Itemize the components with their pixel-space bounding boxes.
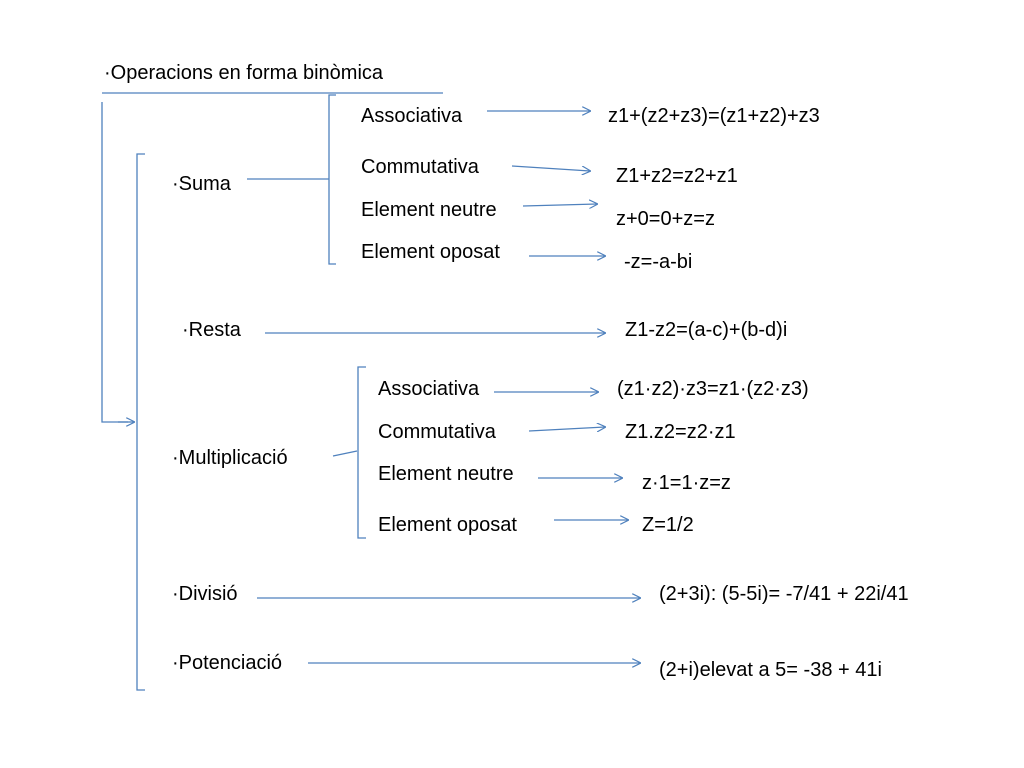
mult-formula-associativa: (z1·z2)·z3=z1·(z2·z3) <box>617 378 809 400</box>
multiplicacio-label: ·Multiplicació <box>172 447 288 469</box>
resta-formula: Z1-z2=(a-c)+(b-d)i <box>625 319 788 341</box>
suma-formula-commutativa: Z1+z2=z2+z1 <box>616 165 738 187</box>
mult-prop-associativa: Associativa <box>378 378 480 400</box>
mult-prop-neutre: Element neutre <box>378 463 514 485</box>
suma-arrow-neutre <box>522 204 597 206</box>
suma-arrow-commutativa <box>511 165 590 171</box>
mult-prop-commutativa: Commutativa <box>378 421 496 443</box>
suma-prop-oposat: Element oposat <box>361 241 500 263</box>
mult-formula-neutre: z·1=1·z=z <box>642 472 731 494</box>
potenciacio-label: ·Potenciació <box>172 652 283 674</box>
main-spine <box>101 102 128 423</box>
mult-prop-oposat: Element oposat <box>378 514 517 536</box>
divisio-label: ·Divisió <box>172 583 238 605</box>
divisio-formula: (2+3i): (5-5i)= -7/41 + 22i/41 <box>659 583 909 605</box>
outer-bracket <box>136 153 145 691</box>
diagram-title: ·Operacions en forma binòmica <box>104 62 384 84</box>
suma-prop-commutativa: Commutativa <box>361 156 479 178</box>
suma-prop-neutre: Element neutre <box>361 199 497 221</box>
resta-label: ·Resta <box>182 319 241 341</box>
suma-formula-neutre: z+0=0+z=z <box>616 208 715 230</box>
multiplicacio-bracket <box>357 366 366 539</box>
potenciacio-formula: (2+i)elevat a 5= -38 + 41i <box>659 659 882 681</box>
suma-formula-associativa: z1+(z2+z3)=(z1+z2)+z3 <box>608 105 820 127</box>
suma-formula-oposat: -z=-a-bi <box>624 251 693 273</box>
suma-bracket <box>328 94 336 265</box>
multiplicacio-connector <box>332 450 358 457</box>
suma-label: ·Suma <box>172 173 231 195</box>
mult-formula-oposat: Z=1/2 <box>642 514 694 536</box>
mult-arrow-commutativa <box>528 427 605 431</box>
mult-formula-commutativa: Z1.z2=z2·z1 <box>625 421 736 443</box>
suma-prop-associativa: Associativa <box>361 105 463 127</box>
